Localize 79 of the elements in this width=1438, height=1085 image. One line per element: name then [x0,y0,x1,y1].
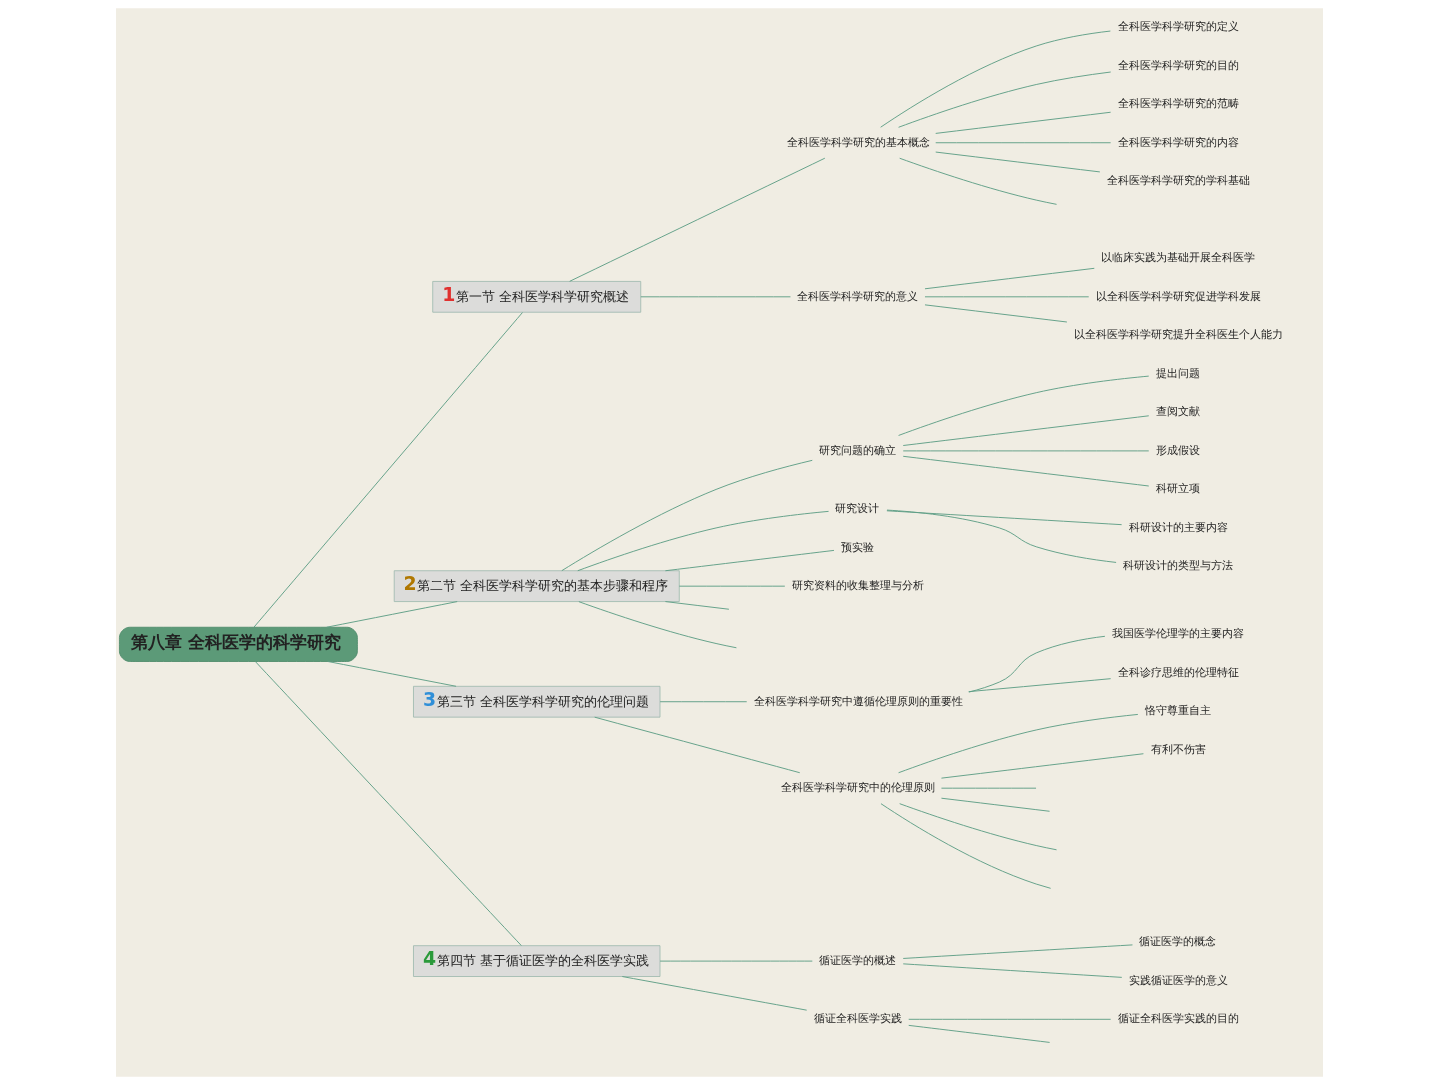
connector [253,312,523,628]
node-text: 研究资料的收集整理与分析 [791,579,924,593]
node-text: 研究问题的确立 [818,443,896,457]
connector [879,30,1111,128]
connector [902,944,1133,959]
connector [940,797,1050,812]
connector [940,753,1144,779]
node-text: 全科医学科学研究的目的 [1117,58,1239,72]
node-text: 以临床实践为基础开展全科医学 [1100,251,1255,265]
node-box: 2第二节 全科医学科学研究的基本步骤和程序 [393,570,680,602]
connector [568,157,825,282]
node-text: 有利不伤害 [1150,742,1206,756]
node-text: 科研立项 [1155,482,1200,496]
node-text: 科研设计的主要内容 [1128,520,1228,534]
connector [924,267,1095,290]
connector [577,601,737,649]
connector [880,803,1051,889]
node-text: 全科诊疗思维的伦理特征 [1117,665,1239,679]
connector [886,509,1117,563]
node-text: 提出问题 [1155,366,1200,380]
connector [907,1024,1050,1043]
connector [593,716,800,774]
node-text: 以全科医学科学研究提升全科医生个人能力 [1073,328,1283,342]
node-text: 研究设计 [834,502,879,516]
node-text: 全科医学科学研究中的伦理原则 [780,781,935,795]
connector [934,142,1111,144]
node-text: 全科医学科学研究的定义 [1117,20,1239,34]
connector [678,585,785,587]
node-text: 全科医学科学研究的内容 [1117,135,1239,149]
connector [659,960,813,962]
node-text: 全科医学科学研究中遵循伦理原则的重要性 [753,694,963,708]
node-text: 循证医学的概述 [818,954,896,968]
node-box: 4第四节 基于循证医学的全科医学实践 [412,945,660,977]
connector [907,1018,1111,1020]
connector [924,296,1089,298]
connector [902,455,1149,487]
connector [897,713,1138,774]
node-text: 恪守尊重自主 [1144,704,1211,718]
connector [924,304,1067,323]
node-text: 科研设计的类型与方法 [1122,559,1233,573]
node-text: 全科医学科学研究的基本概念 [786,135,930,149]
connector [326,661,457,687]
node-text: 预实验 [840,540,874,554]
connector [940,787,1036,789]
connector [897,71,1111,128]
node-box: 第八章 全科医学的科学研究 [118,626,358,662]
connector [885,510,1122,526]
connector [898,803,1057,851]
connector [967,635,1105,693]
node-text: 循证全科医学实践的目的 [1117,1012,1239,1026]
connector [254,661,522,946]
connector [934,151,1100,173]
node-text: 实践循证医学的意义 [1128,973,1228,987]
node-text: 循证医学的概念 [1138,935,1216,949]
node-text: 查阅文献 [1155,405,1200,419]
connector [639,296,791,298]
node-text: 全科医学科学研究的范畴 [1117,97,1239,111]
connector [659,701,747,703]
connector [967,678,1111,693]
connector [664,549,834,572]
node-text: 全科医学科学研究的意义 [796,289,918,303]
node-text: 全科医学科学研究的学科基础 [1106,174,1250,188]
connector [898,157,1057,205]
node-box: 1第一节 全科医学科学研究概述 [431,281,641,313]
connector [664,601,729,610]
node-text: 循证全科医学实践 [813,1012,902,1026]
connector [576,510,829,572]
connector [902,450,1149,452]
connector [560,459,813,572]
node-text: 以全科医学科学研究促进学科发展 [1095,289,1261,303]
connector [897,375,1149,436]
node-box: 3第三节 全科医学科学研究的伦理问题 [412,685,660,718]
node-text: 我国医学伦理学的主要内容 [1111,627,1244,641]
node-text: 形成假设 [1155,443,1200,457]
connector [325,601,458,628]
connector [621,976,807,1011]
connector [902,963,1122,978]
connector [934,111,1111,134]
connector [902,415,1149,446]
